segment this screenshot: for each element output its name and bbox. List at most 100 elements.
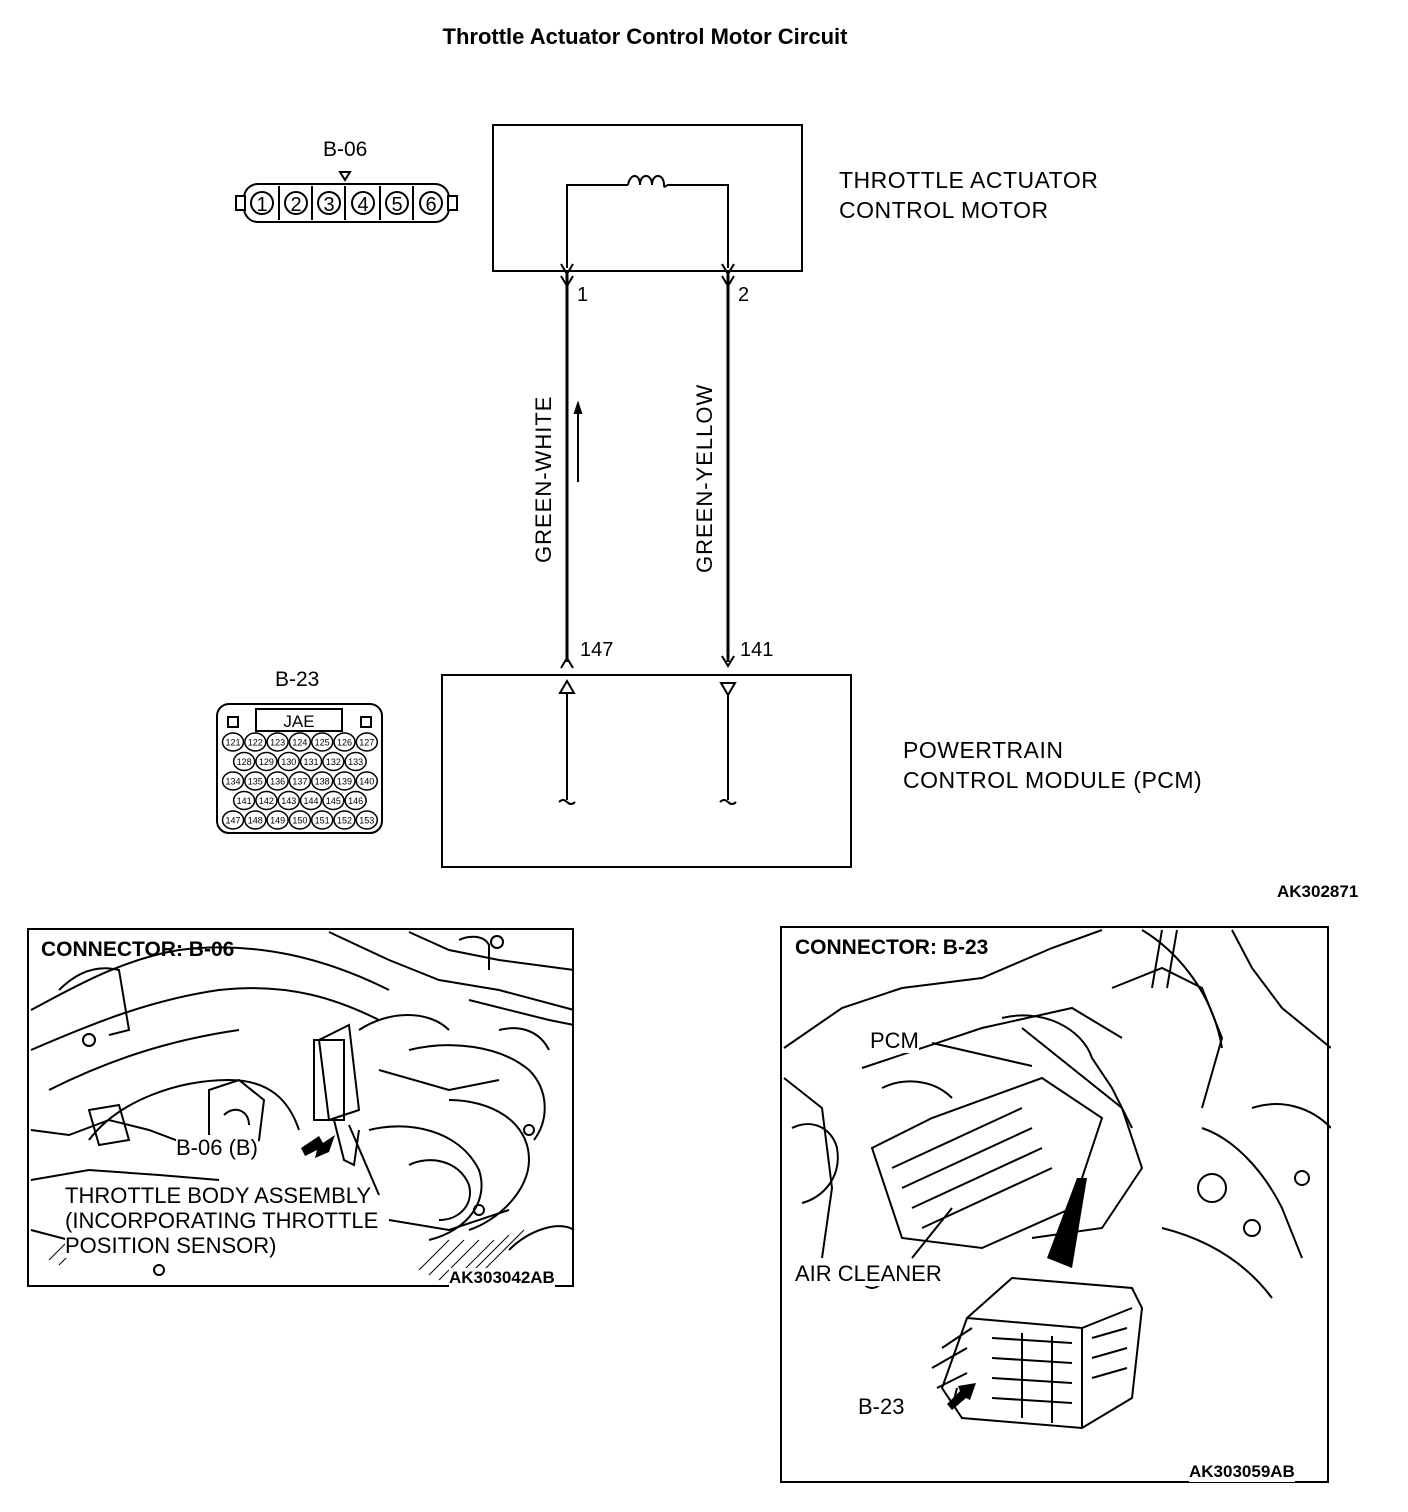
b23-pin-127: 127 (359, 738, 374, 748)
b23-pointer-arrow-icon (947, 1383, 976, 1410)
b23-pin-124: 124 (292, 738, 307, 748)
b06-pointer-label: B-06 (B) (176, 1135, 258, 1160)
b23-pin-ring (288, 771, 312, 791)
b23-pin-136: 136 (270, 777, 285, 787)
b23-pin-134: 134 (225, 777, 240, 787)
b23-pin-ring (244, 771, 267, 791)
motor-pin-2: 2 (738, 284, 750, 306)
b23-pin-149: 149 (270, 816, 285, 826)
b23-pin-ring (310, 771, 334, 791)
b23-pin-ring (310, 810, 334, 830)
motor-box (492, 124, 803, 272)
input-triangle-icon (558, 679, 576, 694)
engine-bay-illustration (783, 929, 1331, 1430)
panel-connector-b23: CONNECTOR: B-23 PCM AIR CLEANER B-23 AK3… (780, 926, 1331, 1483)
pcm-pointer-label: PCM (870, 1028, 919, 1053)
b23-pin-ring (355, 810, 379, 830)
b23-pin-ring (244, 810, 267, 830)
b23-pin-ring (232, 751, 256, 772)
b23-pin-ring (310, 732, 334, 752)
b23-pin-ring (333, 732, 356, 752)
b23-pin-ring (221, 732, 245, 752)
b23-pin-121: 121 (225, 738, 240, 748)
b23-pin-ring (255, 790, 278, 811)
b23-pin-128: 128 (237, 757, 252, 767)
b23-pin-135: 135 (248, 777, 263, 787)
current-arrow-icon (573, 400, 583, 415)
b23-maker: JAE (283, 712, 314, 731)
b23-pin-137: 137 (292, 777, 307, 787)
b23-pin-143: 143 (281, 796, 296, 806)
motor-pin-1: 1 (577, 284, 589, 306)
b23-pin-151: 151 (315, 816, 330, 826)
b23-pin-140: 140 (359, 777, 374, 787)
wire-label-right: GREEN-YELLOW (692, 383, 717, 573)
coil-icon (627, 175, 669, 188)
b23-pin-ring (221, 810, 245, 830)
b23-pin-153: 153 (359, 816, 374, 826)
b23-pin-ring (232, 790, 256, 811)
b23-pin-ring (333, 771, 356, 791)
motor-label-1: THROTTLE ACTUATOR (839, 167, 1099, 193)
b23-pin-148: 148 (248, 816, 263, 826)
b06-label: B-06 (323, 138, 368, 161)
b23-pin-139: 139 (337, 777, 352, 787)
b23-pin-ring (255, 751, 278, 772)
wire-label-left: GREEN-WHITE (531, 395, 556, 563)
diagram-id: AK302871 (1277, 882, 1359, 901)
b23-pin-130: 130 (281, 757, 296, 767)
b23-pin-129: 129 (259, 757, 274, 767)
b23-pin-ring (244, 732, 267, 752)
caption-line-1: THROTTLE BODY ASSEMBLY (65, 1183, 372, 1208)
b06-pin-4: 4 (357, 194, 368, 216)
b23-pin-141: 141 (237, 796, 252, 806)
b23-pin-122: 122 (248, 738, 263, 748)
b23-pin-ring (266, 810, 289, 830)
air-cleaner-label: AIR CLEANER (795, 1261, 942, 1286)
pcm-label-2: CONTROL MODULE (PCM) (903, 767, 1203, 793)
b23-pin-138: 138 (315, 777, 330, 787)
b23-pin-ring (299, 790, 323, 811)
b06-pointer-arrow-icon (301, 1135, 335, 1158)
pcm-label-1: POWERTRAIN (903, 737, 1064, 763)
caption-line-3: POSITION SENSOR) (65, 1233, 277, 1258)
page-title: Throttle Actuator Control Motor Circuit (442, 24, 848, 49)
b23-pin-ring (221, 771, 245, 791)
b23-pin-132: 132 (326, 757, 341, 767)
b23-pin-126: 126 (337, 738, 352, 748)
zoom-wedge-icon (1047, 1178, 1087, 1268)
panel-left-heading: CONNECTOR: B-06 (41, 938, 235, 961)
b23-pin-ring (299, 751, 323, 772)
pcm-pin-147: 147 (580, 639, 614, 661)
b23-pin-145: 145 (326, 796, 341, 806)
b23-pin-ring (288, 810, 312, 830)
b23-pin-ring (344, 751, 367, 772)
b23-pin-142: 142 (259, 796, 274, 806)
b06-pin-1: 1 (256, 194, 267, 216)
b23-pin-150: 150 (292, 816, 307, 826)
b23-pin-125: 125 (315, 738, 330, 748)
b23-pin-ring (277, 790, 300, 811)
b23-pin-146: 146 (348, 796, 363, 806)
b23-pin-ring (344, 790, 367, 811)
b06-pin-2: 2 (290, 194, 301, 216)
b06-pin-3: 3 (323, 194, 334, 216)
panel-right-heading: CONNECTOR: B-23 (795, 936, 989, 960)
b23-label: B-23 (275, 668, 320, 691)
b23-pin-ring (355, 732, 379, 752)
b06-pin-5: 5 (391, 194, 402, 216)
b23-pin-ring (266, 771, 289, 791)
panel-left-figure-id: AK303042AB (449, 1268, 555, 1288)
caption-line-2: (INCORPORATING THROTTLE (65, 1208, 379, 1233)
motor-label-2: CONTROL MOTOR (839, 197, 1049, 223)
b23-pin-133: 133 (348, 757, 363, 767)
b23-pin-ring (288, 732, 312, 752)
b23-pin-ring (322, 751, 345, 772)
b23-pin-144: 144 (304, 796, 319, 806)
engine-illustration (30, 931, 575, 1286)
b23-pin-152: 152 (337, 816, 352, 826)
b23-pin-ring (266, 732, 289, 752)
